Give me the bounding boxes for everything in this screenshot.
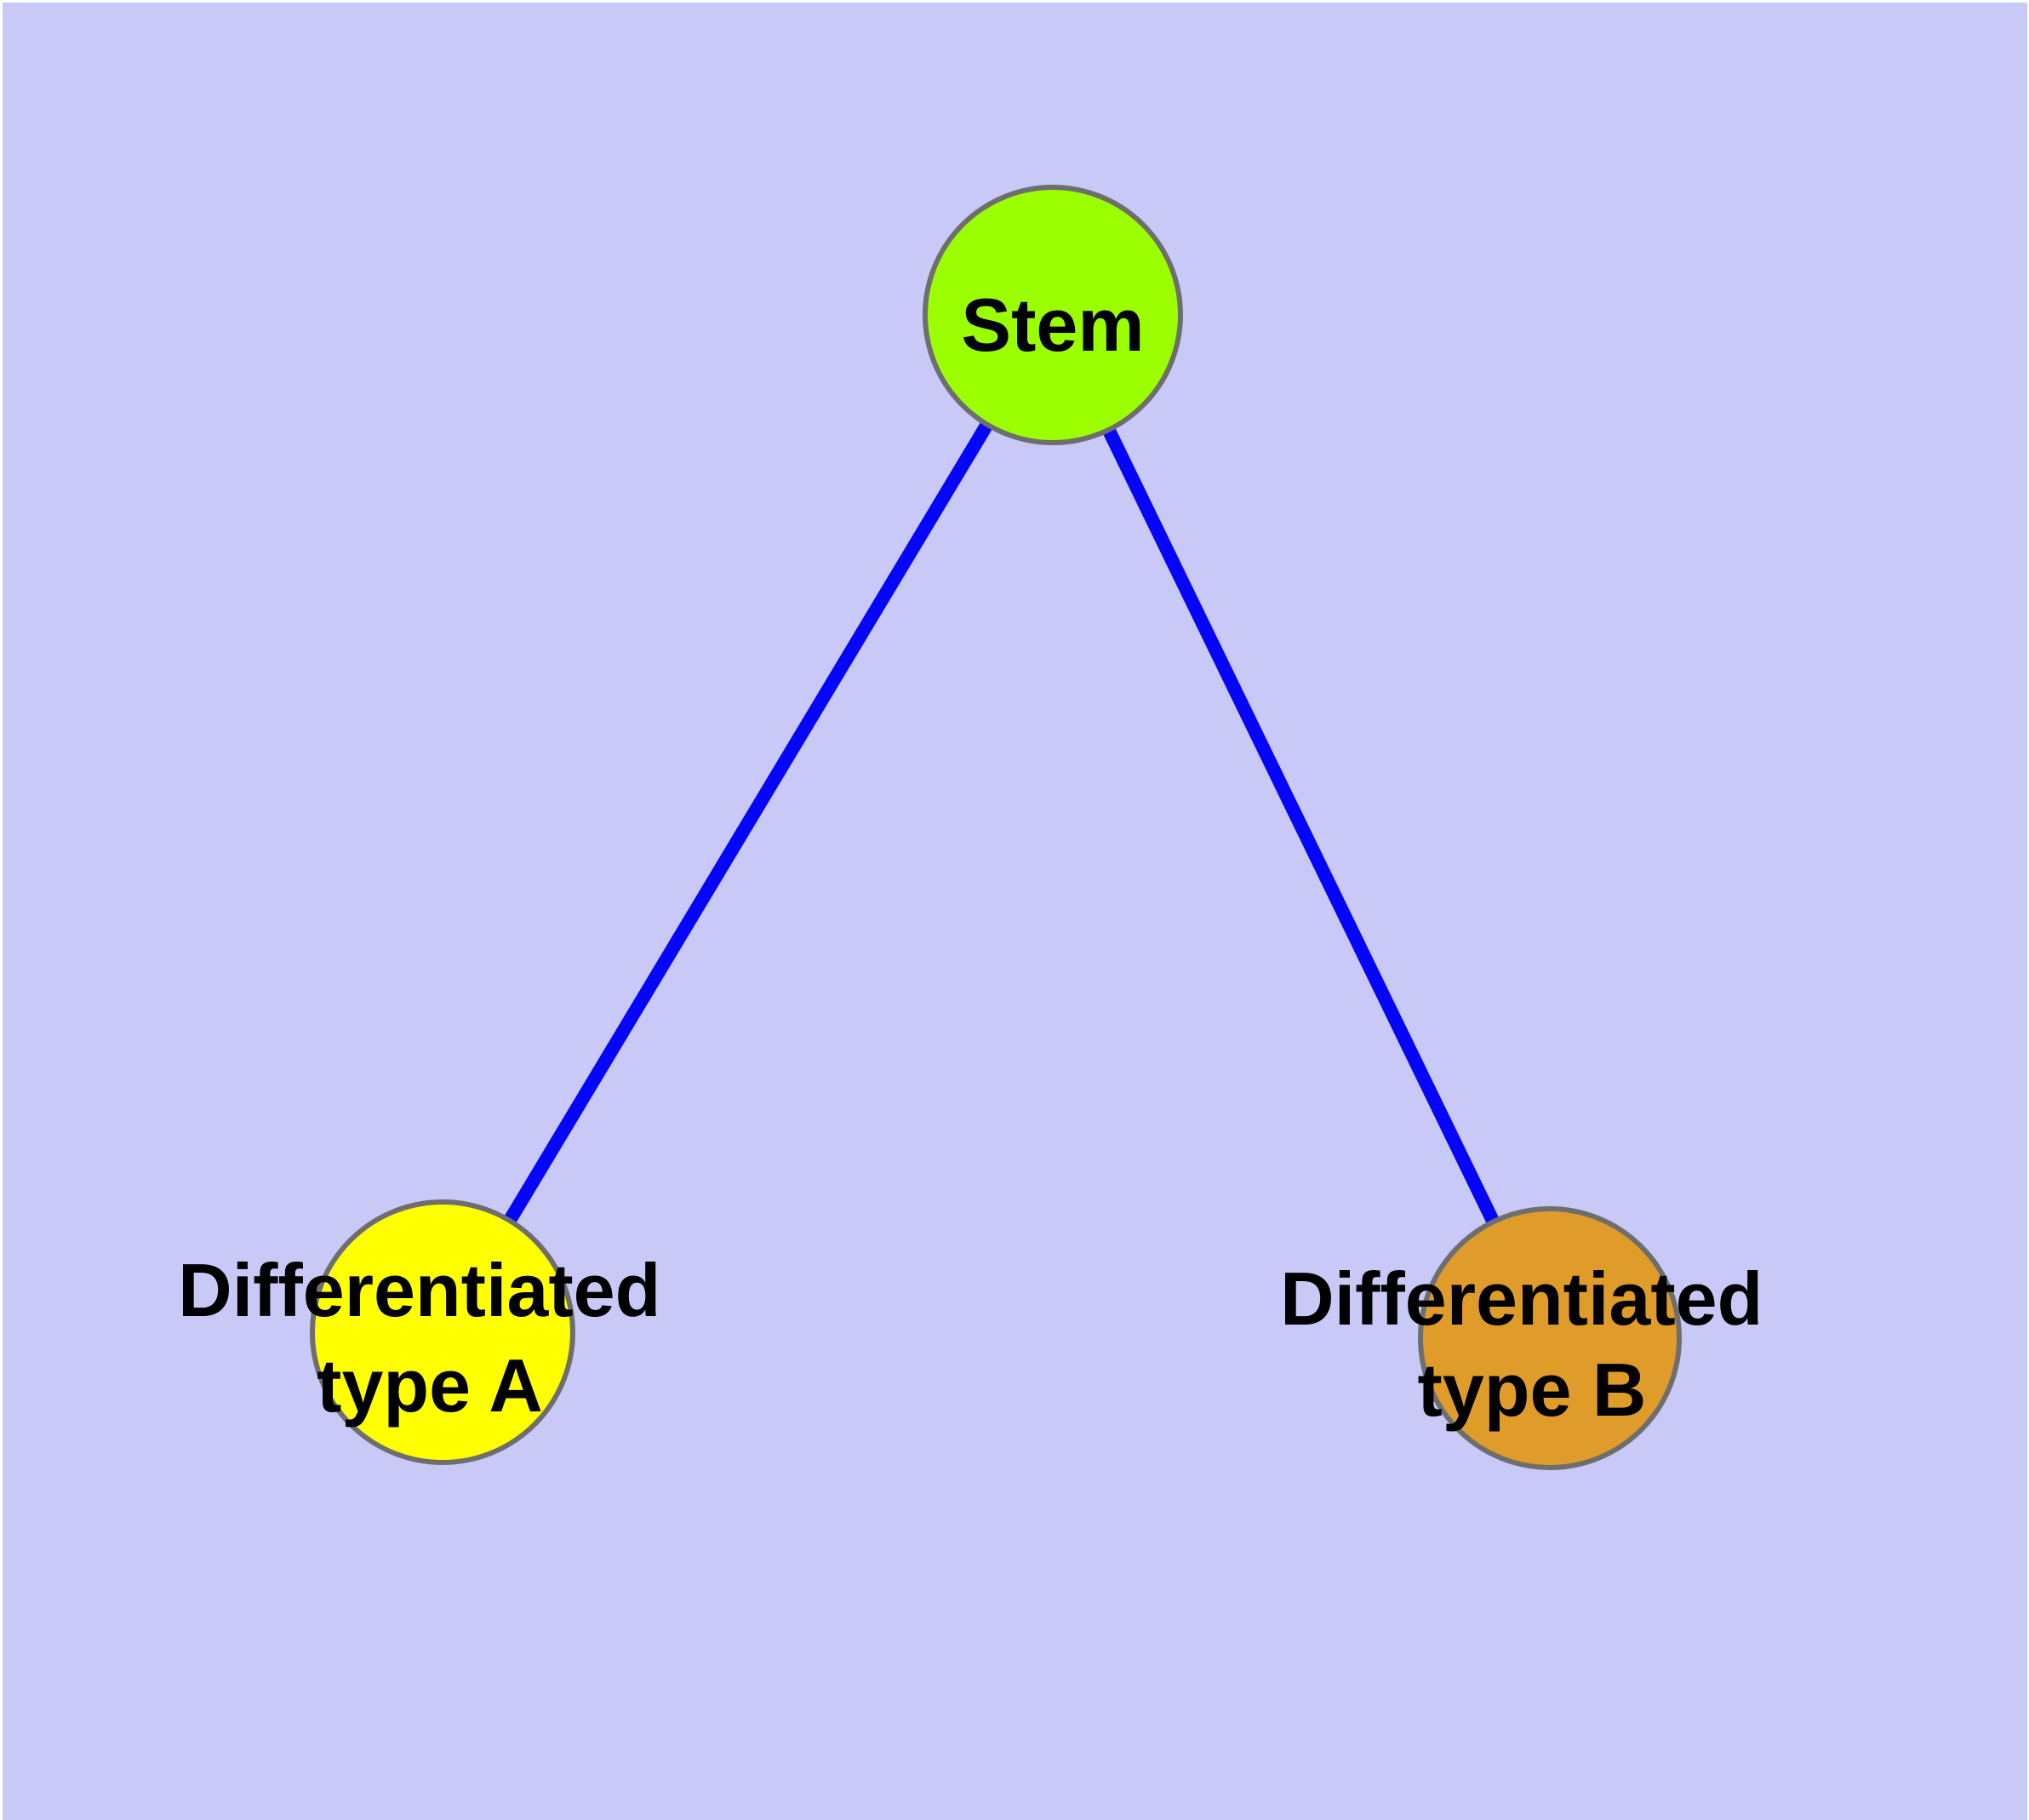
node-stem-label: Stem: [961, 283, 1144, 367]
node-stem[interactable]: [923, 185, 1183, 445]
node-type-b-label-line2: type B: [1418, 1348, 1647, 1432]
edge-stem-to-type-b[interactable]: [1046, 312, 1557, 1342]
node-differentiated-type-b[interactable]: [1418, 1206, 1682, 1470]
node-differentiated-type-a[interactable]: [310, 1199, 575, 1465]
node-type-a-label-line2: type A: [317, 1343, 543, 1428]
node-type-b-label: Differentiated type B: [1280, 1256, 1784, 1432]
edge-stem-to-type-a[interactable]: [437, 311, 1059, 1336]
node-type-a-label-line1: Differentiated: [178, 1248, 660, 1332]
node-type-a-label: Differentiated type A: [178, 1248, 682, 1428]
node-type-b-label-line1: Differentiated: [1280, 1256, 1763, 1341]
